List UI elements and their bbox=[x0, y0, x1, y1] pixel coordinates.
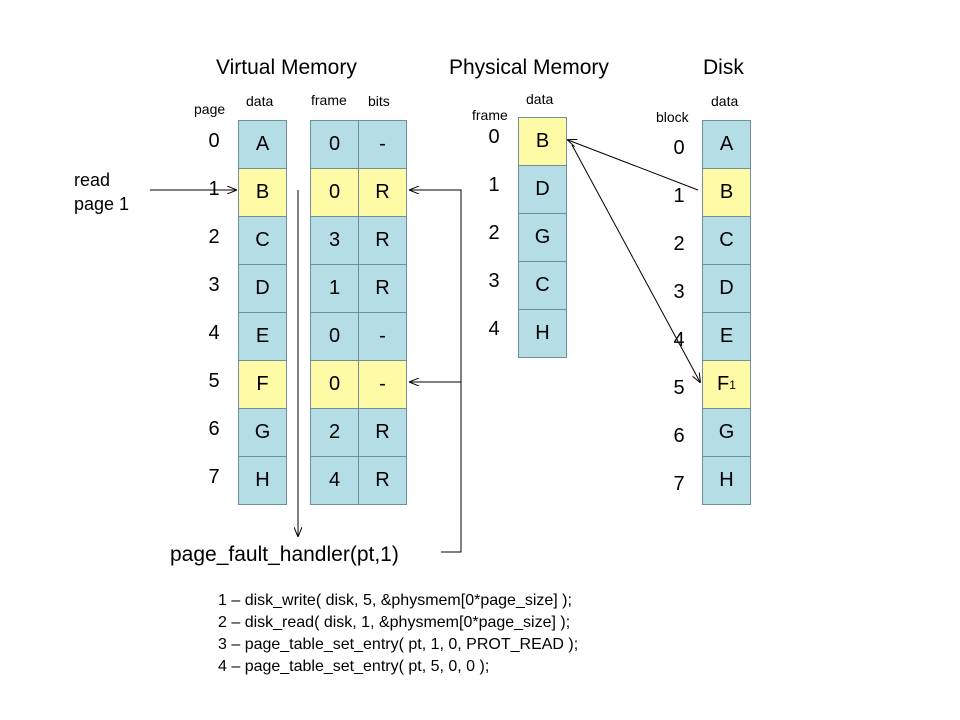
block-index: 7 bbox=[673, 473, 685, 495]
disk-data-cell: E bbox=[702, 312, 751, 361]
page-index: 5 bbox=[208, 370, 220, 392]
pm-frame-header: frame bbox=[472, 107, 508, 123]
disk-data-cell: A bbox=[702, 120, 751, 169]
handler-step: 1 – disk_write( disk, 5, &physmem[0*page… bbox=[218, 592, 572, 609]
disk-data-value: B bbox=[719, 181, 734, 203]
block-index: 4 bbox=[673, 329, 685, 351]
frame-index: 0 bbox=[488, 126, 500, 148]
page-index: 2 bbox=[208, 226, 220, 248]
bits-cell: R bbox=[358, 216, 407, 265]
block-index: 2 bbox=[673, 233, 685, 255]
disk-data-header: data bbox=[711, 93, 739, 109]
block-index: 3 bbox=[673, 281, 685, 303]
pm-data-cell: C bbox=[518, 261, 567, 310]
disk-data-value: C bbox=[719, 229, 734, 251]
handler-steps: 1 – disk_write( disk, 5, &physmem[0*page… bbox=[218, 590, 578, 678]
frame-cell: 1 bbox=[310, 264, 359, 313]
disk-data-subscript: 1 bbox=[729, 377, 736, 392]
bits-cell: R bbox=[358, 264, 407, 313]
bits-cell: R bbox=[358, 456, 407, 505]
frame-index: 3 bbox=[488, 270, 500, 292]
page-header: page bbox=[194, 101, 226, 117]
block-index: 5 bbox=[673, 377, 685, 399]
disk-data-value: D bbox=[719, 277, 734, 299]
vm-data-cell: F bbox=[238, 360, 287, 409]
block-index: 6 bbox=[673, 425, 685, 447]
vm-data-header: data bbox=[246, 93, 274, 109]
vm-data-cell: H bbox=[238, 456, 287, 505]
vm-data-cell: D bbox=[238, 264, 287, 313]
physical-memory-title: Physical Memory bbox=[449, 56, 609, 79]
vm-data-cell: A bbox=[238, 120, 287, 169]
handler-step: 2 – disk_read( disk, 1, &physmem[0*page_… bbox=[218, 614, 571, 631]
vm-data-cell: C bbox=[238, 216, 287, 265]
page-index: 4 bbox=[208, 322, 220, 344]
pm-data-cell: G bbox=[518, 213, 567, 262]
pm-data-header: data bbox=[526, 91, 554, 107]
bits-header: bits bbox=[368, 93, 390, 109]
page-index: 7 bbox=[208, 466, 220, 488]
disk-data-value: F bbox=[717, 373, 730, 395]
disk-data-value: G bbox=[718, 421, 735, 443]
disk-data-cell: H bbox=[702, 456, 751, 505]
page-index: 0 bbox=[208, 130, 220, 152]
disk-write-arrow bbox=[571, 144, 700, 382]
frame-header: frame bbox=[311, 92, 347, 108]
bits-cell: - bbox=[358, 312, 407, 361]
pm-data-cell: H bbox=[518, 309, 567, 358]
frame-cell: 0 bbox=[310, 120, 359, 169]
page-index: 1 bbox=[208, 178, 220, 200]
bits-cell: - bbox=[358, 360, 407, 409]
read-label-line1: read bbox=[74, 170, 111, 190]
frame-index: 4 bbox=[488, 318, 500, 340]
block-index: 0 bbox=[673, 137, 685, 159]
page-fault-handler: page_fault_handler(pt,1) bbox=[170, 543, 399, 566]
handler-step: 3 – page_table_set_entry( pt, 1, 0, PROT… bbox=[218, 636, 579, 653]
block-index: 1 bbox=[673, 185, 685, 207]
frame-cell: 0 bbox=[310, 168, 359, 217]
handler-step: 4 – page_table_set_entry( pt, 5, 0, 0 ); bbox=[218, 658, 490, 675]
frame-index: 1 bbox=[488, 174, 500, 196]
page-index: 3 bbox=[208, 274, 220, 296]
read-label-line2: page 1 bbox=[74, 194, 130, 214]
disk-data-value: H bbox=[719, 469, 734, 491]
bits-cell: - bbox=[358, 120, 407, 169]
disk-title: Disk bbox=[703, 56, 744, 79]
frame-cell: 2 bbox=[310, 408, 359, 457]
disk-data-value: A bbox=[719, 133, 734, 155]
block-header: block bbox=[656, 109, 689, 125]
virtual-memory-title: Virtual Memory bbox=[216, 56, 357, 79]
frame-index: 2 bbox=[488, 222, 500, 244]
disk-data-value: E bbox=[719, 325, 734, 347]
vm-data-cell: B bbox=[238, 168, 287, 217]
bits-cell: R bbox=[358, 408, 407, 457]
page-index: 6 bbox=[208, 418, 220, 440]
vm-data-cell: E bbox=[238, 312, 287, 361]
bits-cell: R bbox=[358, 168, 407, 217]
disk-read-arrow bbox=[568, 140, 699, 191]
read-page-label: read page 1 bbox=[74, 168, 129, 216]
update-entry-1-arrow bbox=[410, 190, 462, 553]
vm-data-cell: G bbox=[238, 408, 287, 457]
